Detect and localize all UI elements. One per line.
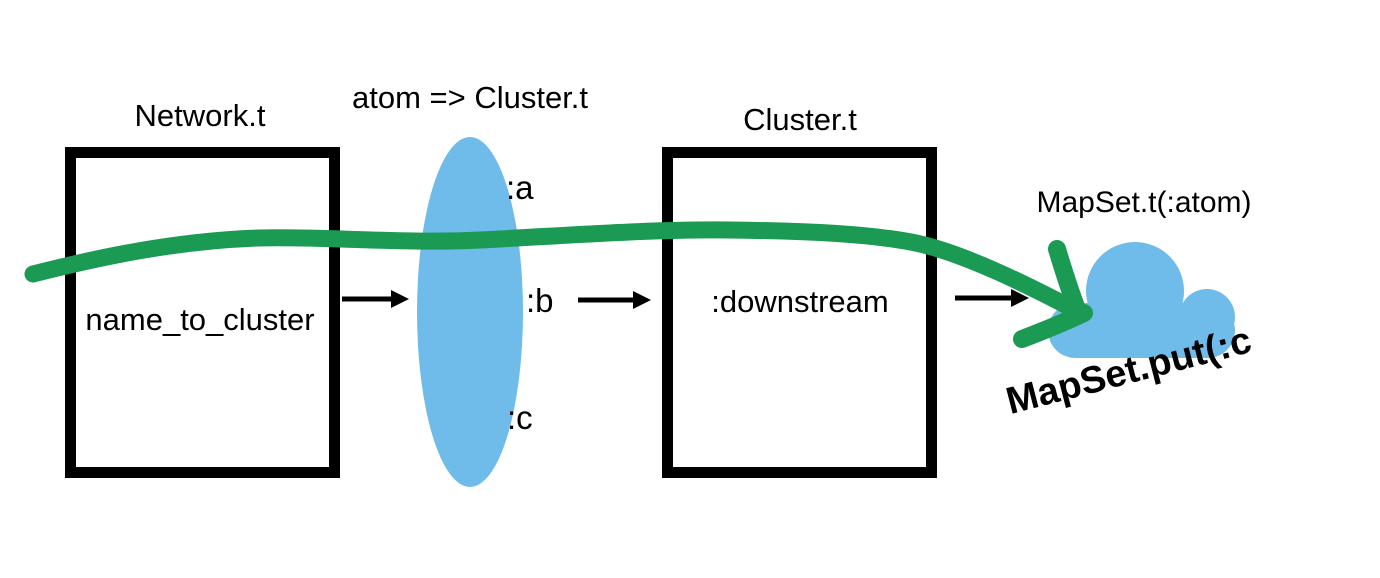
map-ellipse [417,137,523,487]
arrowhead-icon [391,290,409,308]
network-box-title: Network.t [134,98,266,133]
map-title: atom => Cluster.t [351,80,589,115]
cluster-field-label: :downstream [711,284,889,319]
cloud-base [1048,303,1235,358]
network-box [65,147,340,478]
map-key-a: :a [506,169,534,206]
arrow-network-to-map [342,290,409,308]
arrow-cluster-to-mapset [955,289,1029,307]
map-key-c: :c [507,399,533,436]
green-arrowhead-lower-barb [1013,304,1093,348]
cluster-box [662,147,937,478]
green-arrowhead-upper-barb [1048,240,1087,321]
green-stroke-path [24,221,1086,320]
cluster-box-title: Cluster.t [743,102,857,137]
arrowhead-icon [633,291,651,309]
mapset-title: MapSet.t(:atom) [1036,186,1252,219]
arrowhead-icon [1011,289,1029,307]
mapset-cloud [1048,242,1235,358]
arrow-map-to-cluster [578,291,651,309]
network-field-label: name_to_cluster [85,302,315,337]
map-key-b: :b [526,282,554,319]
